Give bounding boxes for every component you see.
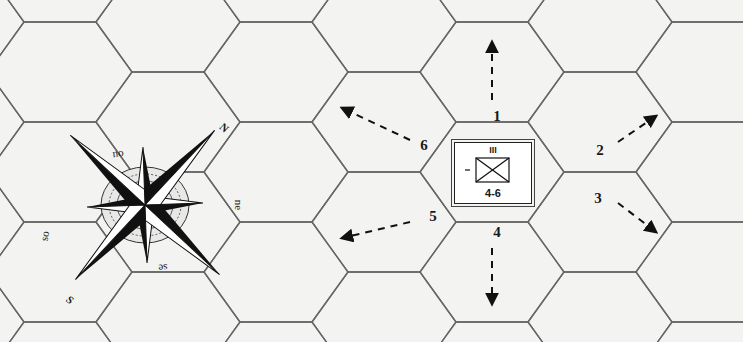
- hex-cell: [0, 22, 132, 122]
- unit-size: III: [455, 146, 531, 155]
- hex-cell: [420, 322, 564, 342]
- hex-cell: [528, 0, 672, 72]
- direction-number: 4: [493, 225, 501, 240]
- hex-cell: [0, 0, 132, 22]
- hex-cell: [420, 122, 564, 222]
- hex-cell: [96, 272, 240, 342]
- hex-cell: [204, 0, 348, 22]
- hex-cell: [636, 122, 743, 222]
- hex-cell: [312, 0, 456, 72]
- hex-cell: [0, 172, 24, 272]
- compass-rose: [1, 61, 289, 342]
- direction-number: 1: [493, 109, 501, 124]
- hex-cell: [420, 22, 564, 122]
- direction-number: 6: [420, 138, 428, 153]
- hex-cell: [636, 222, 743, 322]
- compass-letter: N: [217, 121, 230, 134]
- hex-cell: [204, 122, 348, 222]
- compass-letter: S: [64, 294, 76, 306]
- direction-number: 3: [594, 191, 602, 206]
- unit-strength: 4-6: [455, 188, 531, 199]
- direction-number: 2: [596, 143, 604, 158]
- unit-counter: III 4-6: [454, 142, 532, 204]
- hex-cell: [420, 222, 564, 322]
- hex-cell: [528, 72, 672, 172]
- hex-cell: [312, 172, 456, 272]
- direction-number: 5: [429, 209, 437, 224]
- compass-letter: no: [112, 147, 124, 159]
- hex-cell: [312, 72, 456, 172]
- hex-cell: [204, 222, 348, 322]
- hex-cell: [204, 22, 348, 122]
- hex-cell: [204, 322, 348, 342]
- hex-cell: [0, 0, 24, 72]
- hex-cell: [312, 272, 456, 342]
- infantry-symbol: [465, 158, 509, 182]
- compass-letter: so: [39, 230, 52, 242]
- compass-letter: ne: [233, 200, 244, 210]
- hex-cell: [0, 322, 132, 342]
- move-arrows: [342, 42, 656, 304]
- hex-cell: [0, 72, 24, 172]
- hex-cell: [96, 72, 240, 172]
- hex-cell: [636, 322, 743, 342]
- hex-cell: [528, 172, 672, 272]
- hex-cell: [96, 0, 240, 72]
- hex-cell: [528, 272, 672, 342]
- hex-cell: [420, 0, 564, 22]
- hex-cell: [0, 272, 24, 342]
- hex-cell: [636, 0, 743, 22]
- compass-letter: se: [158, 262, 168, 274]
- hex-cell: [636, 22, 743, 122]
